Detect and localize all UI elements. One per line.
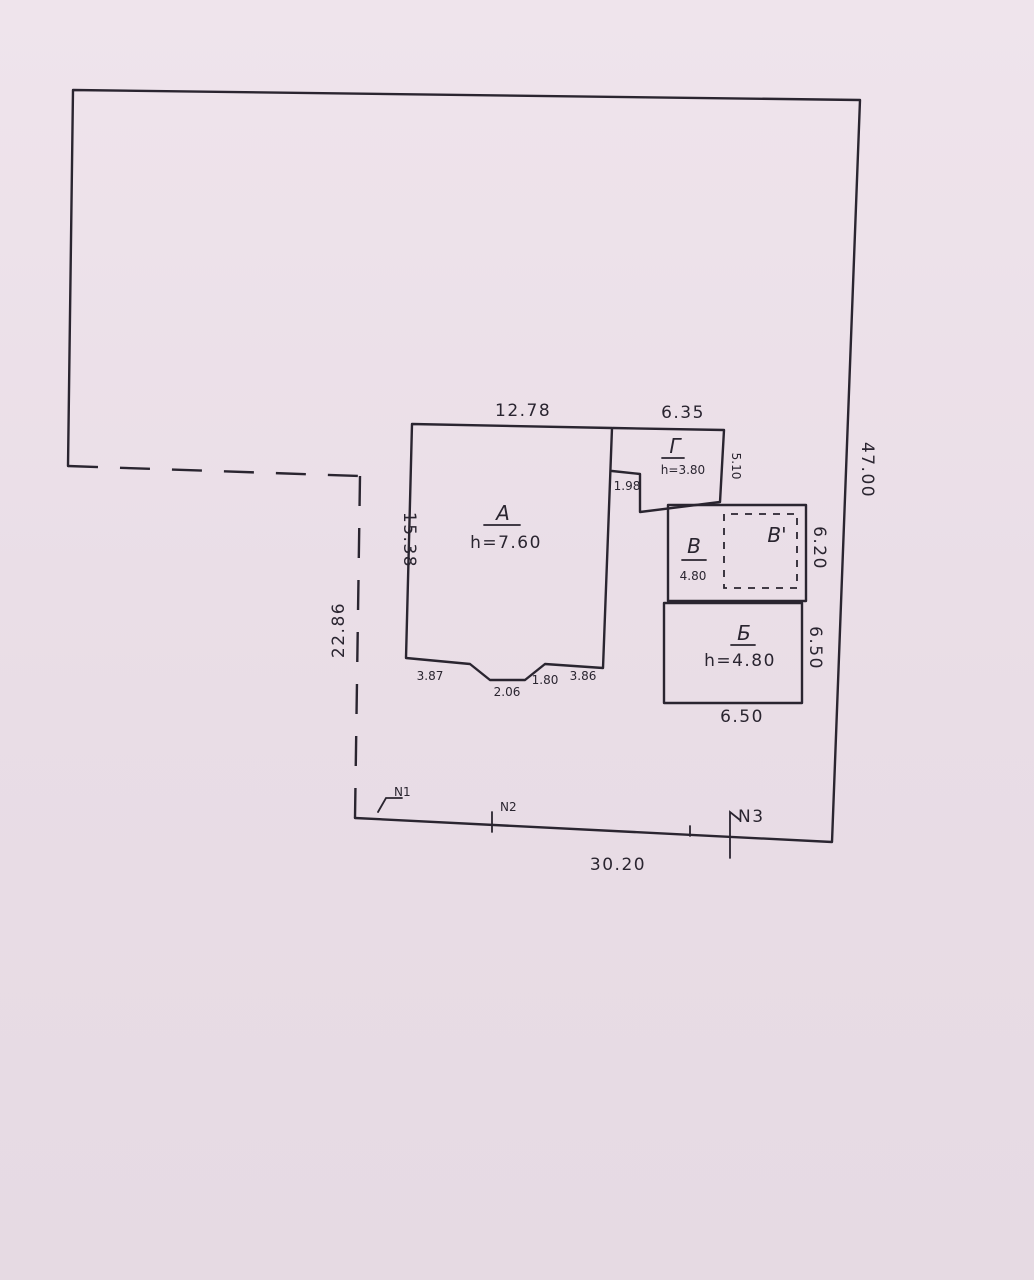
dim-bottom-mid-seg: 2.06: [494, 685, 521, 699]
point-3-marker: [729, 810, 741, 859]
building-v-prime-dashed: [723, 513, 798, 589]
dim-g-top: 6.35: [661, 403, 705, 423]
building-b-letter: Б: [737, 621, 751, 645]
building-b-height: h=4.80: [704, 651, 776, 671]
building-g-outline: [610, 426, 726, 514]
plot-boundary-dashed-top: [67, 464, 361, 478]
building-v-letter: В: [687, 534, 701, 558]
dim-bottom-left-seg: 3.87: [417, 669, 444, 683]
building-g-height: h=3.80: [661, 463, 705, 477]
dim-g-right: 5.10: [729, 453, 743, 480]
building-b-outline: [662, 601, 804, 705]
plot-boundary: [66, 88, 862, 844]
building-g-letter: Г: [669, 434, 682, 458]
point-3-label: N3: [738, 807, 765, 827]
dim-top: 12.78: [495, 401, 551, 421]
dim-b-right: 6.50: [805, 626, 825, 670]
plot-boundary-dashed-left: [353, 475, 362, 819]
dim-bottom-right-seg: 3.86: [570, 669, 597, 683]
building-a-outline: [404, 422, 614, 682]
building-a-letter: А: [494, 501, 510, 525]
dim-right-plot: 47.00: [857, 442, 877, 498]
building-a-height: h=7.60: [470, 533, 542, 553]
dim-v-right: 6.20: [809, 526, 829, 570]
building-v-height: 4.80: [680, 569, 707, 583]
dim-left-plot: 22.86: [329, 602, 349, 658]
building-v-prime-letter: В': [767, 523, 786, 547]
dim-left-main: 15.38: [399, 512, 419, 568]
dim-b-bottom: 6.50: [720, 707, 764, 727]
point-1-marker: [377, 797, 403, 813]
building-v-outline: [666, 503, 808, 603]
dim-connector: 1.98: [614, 479, 641, 493]
point-2-label: N2: [500, 800, 517, 814]
dim-bottom-small-seg: 1.80: [532, 673, 559, 687]
dim-bottom-plot: 30.20: [590, 855, 646, 875]
point-1-label: N1: [394, 785, 411, 799]
